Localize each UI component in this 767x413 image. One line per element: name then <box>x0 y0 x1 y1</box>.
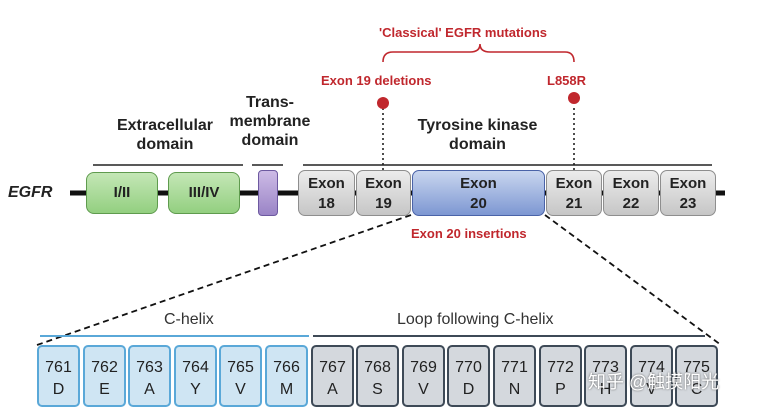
gene-label: EGFR <box>8 184 53 201</box>
kinase-domain-label: Tyrosine kinase domain <box>395 116 560 154</box>
residue-number: 775 <box>683 359 710 376</box>
exon-21-number: 21 <box>565 195 583 212</box>
residue-number: 765 <box>227 359 254 376</box>
zoom-right-line <box>544 214 722 346</box>
exon-22-word: Exon <box>612 175 650 192</box>
residue-number: 772 <box>547 359 574 376</box>
domain-box-i-ii: I/II <box>86 172 158 214</box>
transmembrane-box <box>258 170 278 216</box>
exon-21-word: Exon <box>555 175 593 192</box>
residue-amino-acid: V <box>418 381 429 398</box>
residue-number: 763 <box>136 359 163 376</box>
exon-18-word: Exon <box>308 175 345 192</box>
loop-label: Loop following C-helix <box>397 311 554 328</box>
residue-amino-acid: C <box>690 381 703 398</box>
residue-number: 767 <box>319 359 346 376</box>
watermark: 知乎 @触摸阳光 <box>588 372 720 392</box>
classical-mutations-label: 'Classical' EGFR mutations <box>379 25 548 40</box>
transmembrane-domain-label: Trans- membrane domain <box>220 93 320 150</box>
kinase-line2: domain <box>449 136 506 153</box>
residue-amino-acid: V <box>646 381 657 398</box>
residue-number: 770 <box>455 359 482 376</box>
exon-22-number: 22 <box>622 195 640 212</box>
residue-number: 764 <box>182 359 209 376</box>
residue-number: 773 <box>592 359 619 376</box>
kinase-line1: Tyrosine kinase <box>417 117 538 134</box>
exon-20: Exon 20 <box>412 170 545 216</box>
exon20-insertions-label: Exon 20 insertions <box>411 226 527 241</box>
exon19-deletions-label: Exon 19 deletions <box>321 73 432 88</box>
extracellular-line2: domain <box>136 136 194 153</box>
c-helix-label: C-helix <box>164 311 214 328</box>
residue-number: 766 <box>273 359 300 376</box>
residue-number: 768 <box>364 359 391 376</box>
exon-18: Exon 18 <box>298 170 355 216</box>
domain-box-iii-iv: III/IV <box>168 172 240 214</box>
classical-mutations-bracket <box>382 43 575 63</box>
exon-20-number: 20 <box>470 195 487 212</box>
zoom-left-line <box>36 214 412 346</box>
residue-amino-acid: A <box>144 381 155 398</box>
exon-19: Exon 19 <box>356 170 411 216</box>
residue-amino-acid: D <box>52 381 65 398</box>
exon-18-number: 18 <box>318 195 335 212</box>
exon-20-word: Exon <box>460 175 497 192</box>
residue-number: 762 <box>91 359 118 376</box>
residue-amino-acid: A <box>327 381 338 398</box>
exon-23-word: Exon <box>669 175 707 192</box>
residue-number: 761 <box>45 359 72 376</box>
l858r-label: L858R <box>547 73 587 88</box>
residue-amino-acid: E <box>99 381 110 398</box>
transmembrane-line1: Trans- <box>245 94 294 111</box>
exon19-pin <box>377 97 389 109</box>
exon-19-word: Exon <box>365 175 402 192</box>
exon-23: Exon 23 <box>660 170 716 216</box>
residue-amino-acid: H <box>599 381 612 398</box>
residue-number: 774 <box>638 359 665 376</box>
exon-23-number: 23 <box>679 195 697 212</box>
extracellular-domain-label: Extracellular domain <box>100 116 230 154</box>
residue-amino-acid: V <box>235 381 246 398</box>
residue-amino-acid: Y <box>190 381 201 398</box>
transmembrane-line2: membrane <box>229 113 311 130</box>
residue-amino-acid: N <box>508 381 521 398</box>
residue-number: 769 <box>410 359 437 376</box>
residue-amino-acid: M <box>279 381 294 398</box>
residue-amino-acid: S <box>372 381 383 398</box>
exon-22: Exon 22 <box>603 170 659 216</box>
extracellular-line1: Extracellular <box>116 117 214 134</box>
residue-amino-acid: D <box>462 381 475 398</box>
transmembrane-line3: domain <box>241 132 299 149</box>
exon-19-number: 19 <box>375 195 392 212</box>
residue-amino-acid: P <box>555 381 566 398</box>
residue-number: 771 <box>501 359 528 376</box>
exon-21: Exon 21 <box>546 170 602 216</box>
l858r-pin <box>568 92 580 104</box>
